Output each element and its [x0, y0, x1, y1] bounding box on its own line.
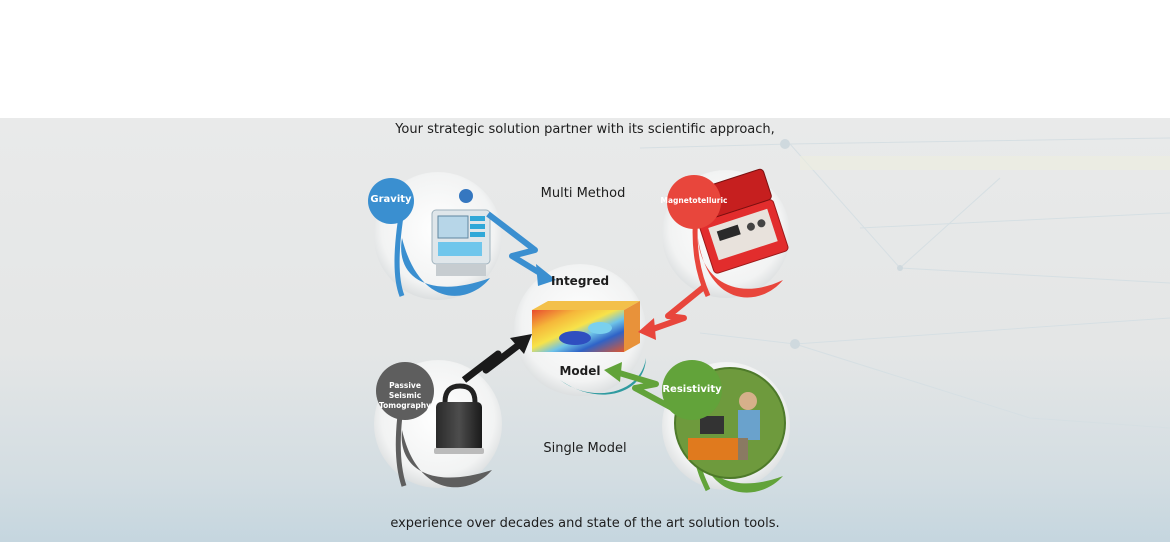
multi-method-caption: Multi Method [540, 186, 626, 201]
center-bottom-label: Model [559, 364, 601, 378]
resistivity-badge [662, 360, 722, 420]
flow-arrows [461, 211, 707, 411]
passive-seismic-label: Passive Seismic Tomography [379, 381, 431, 410]
gravity-badge [368, 178, 414, 224]
headline-text: Your strategic solution partner with its… [395, 122, 775, 137]
magnetotelluric-label: Magnetotelluric [660, 196, 728, 205]
light-streak [800, 156, 1170, 170]
center-top-label: Integred [550, 274, 610, 288]
resistivity-label: Resistivity [662, 384, 722, 395]
footer-text: experience over decades and state of the… [390, 516, 780, 531]
magnetotelluric-module [662, 168, 790, 298]
integrated-model [514, 264, 646, 396]
top-whitespace [0, 0, 1170, 118]
passive-seismic-badge [376, 362, 434, 420]
passive-seismic-module [374, 360, 502, 488]
hero-banner: Your strategic solution partner with its… [0, 118, 1170, 542]
network-nodes [780, 139, 903, 349]
gravity-label: Gravity [370, 194, 412, 205]
single-model-caption: Single Model [543, 441, 627, 456]
banner-graphic [368, 137, 1170, 493]
gravity-module [368, 172, 502, 300]
magnetotelluric-badge [667, 175, 721, 229]
resistivity-module [662, 360, 790, 493]
